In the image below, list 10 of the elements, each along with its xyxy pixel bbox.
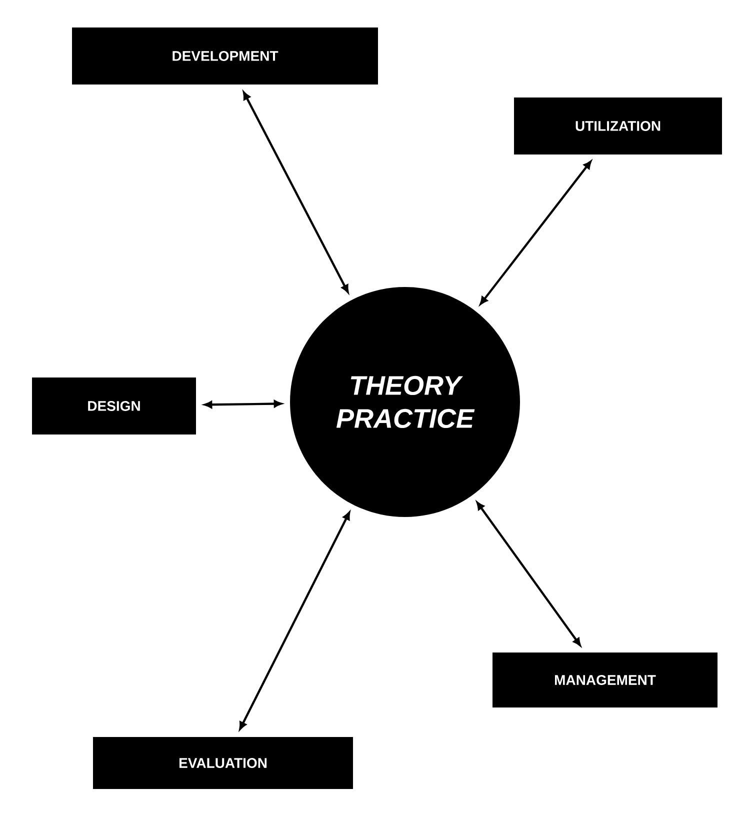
label-box: DEVELOPMENT bbox=[72, 27, 378, 84]
arrow bbox=[239, 512, 350, 730]
label-box: EVALUATION bbox=[93, 737, 353, 789]
label-box: UTILIZATION bbox=[514, 98, 722, 154]
label-box: DESIGN bbox=[32, 378, 196, 434]
arrow bbox=[204, 400, 282, 408]
label-box: MANAGEMENT bbox=[492, 652, 718, 708]
arrow bbox=[243, 92, 349, 293]
arrow bbox=[476, 502, 581, 646]
arrow bbox=[480, 160, 592, 305]
